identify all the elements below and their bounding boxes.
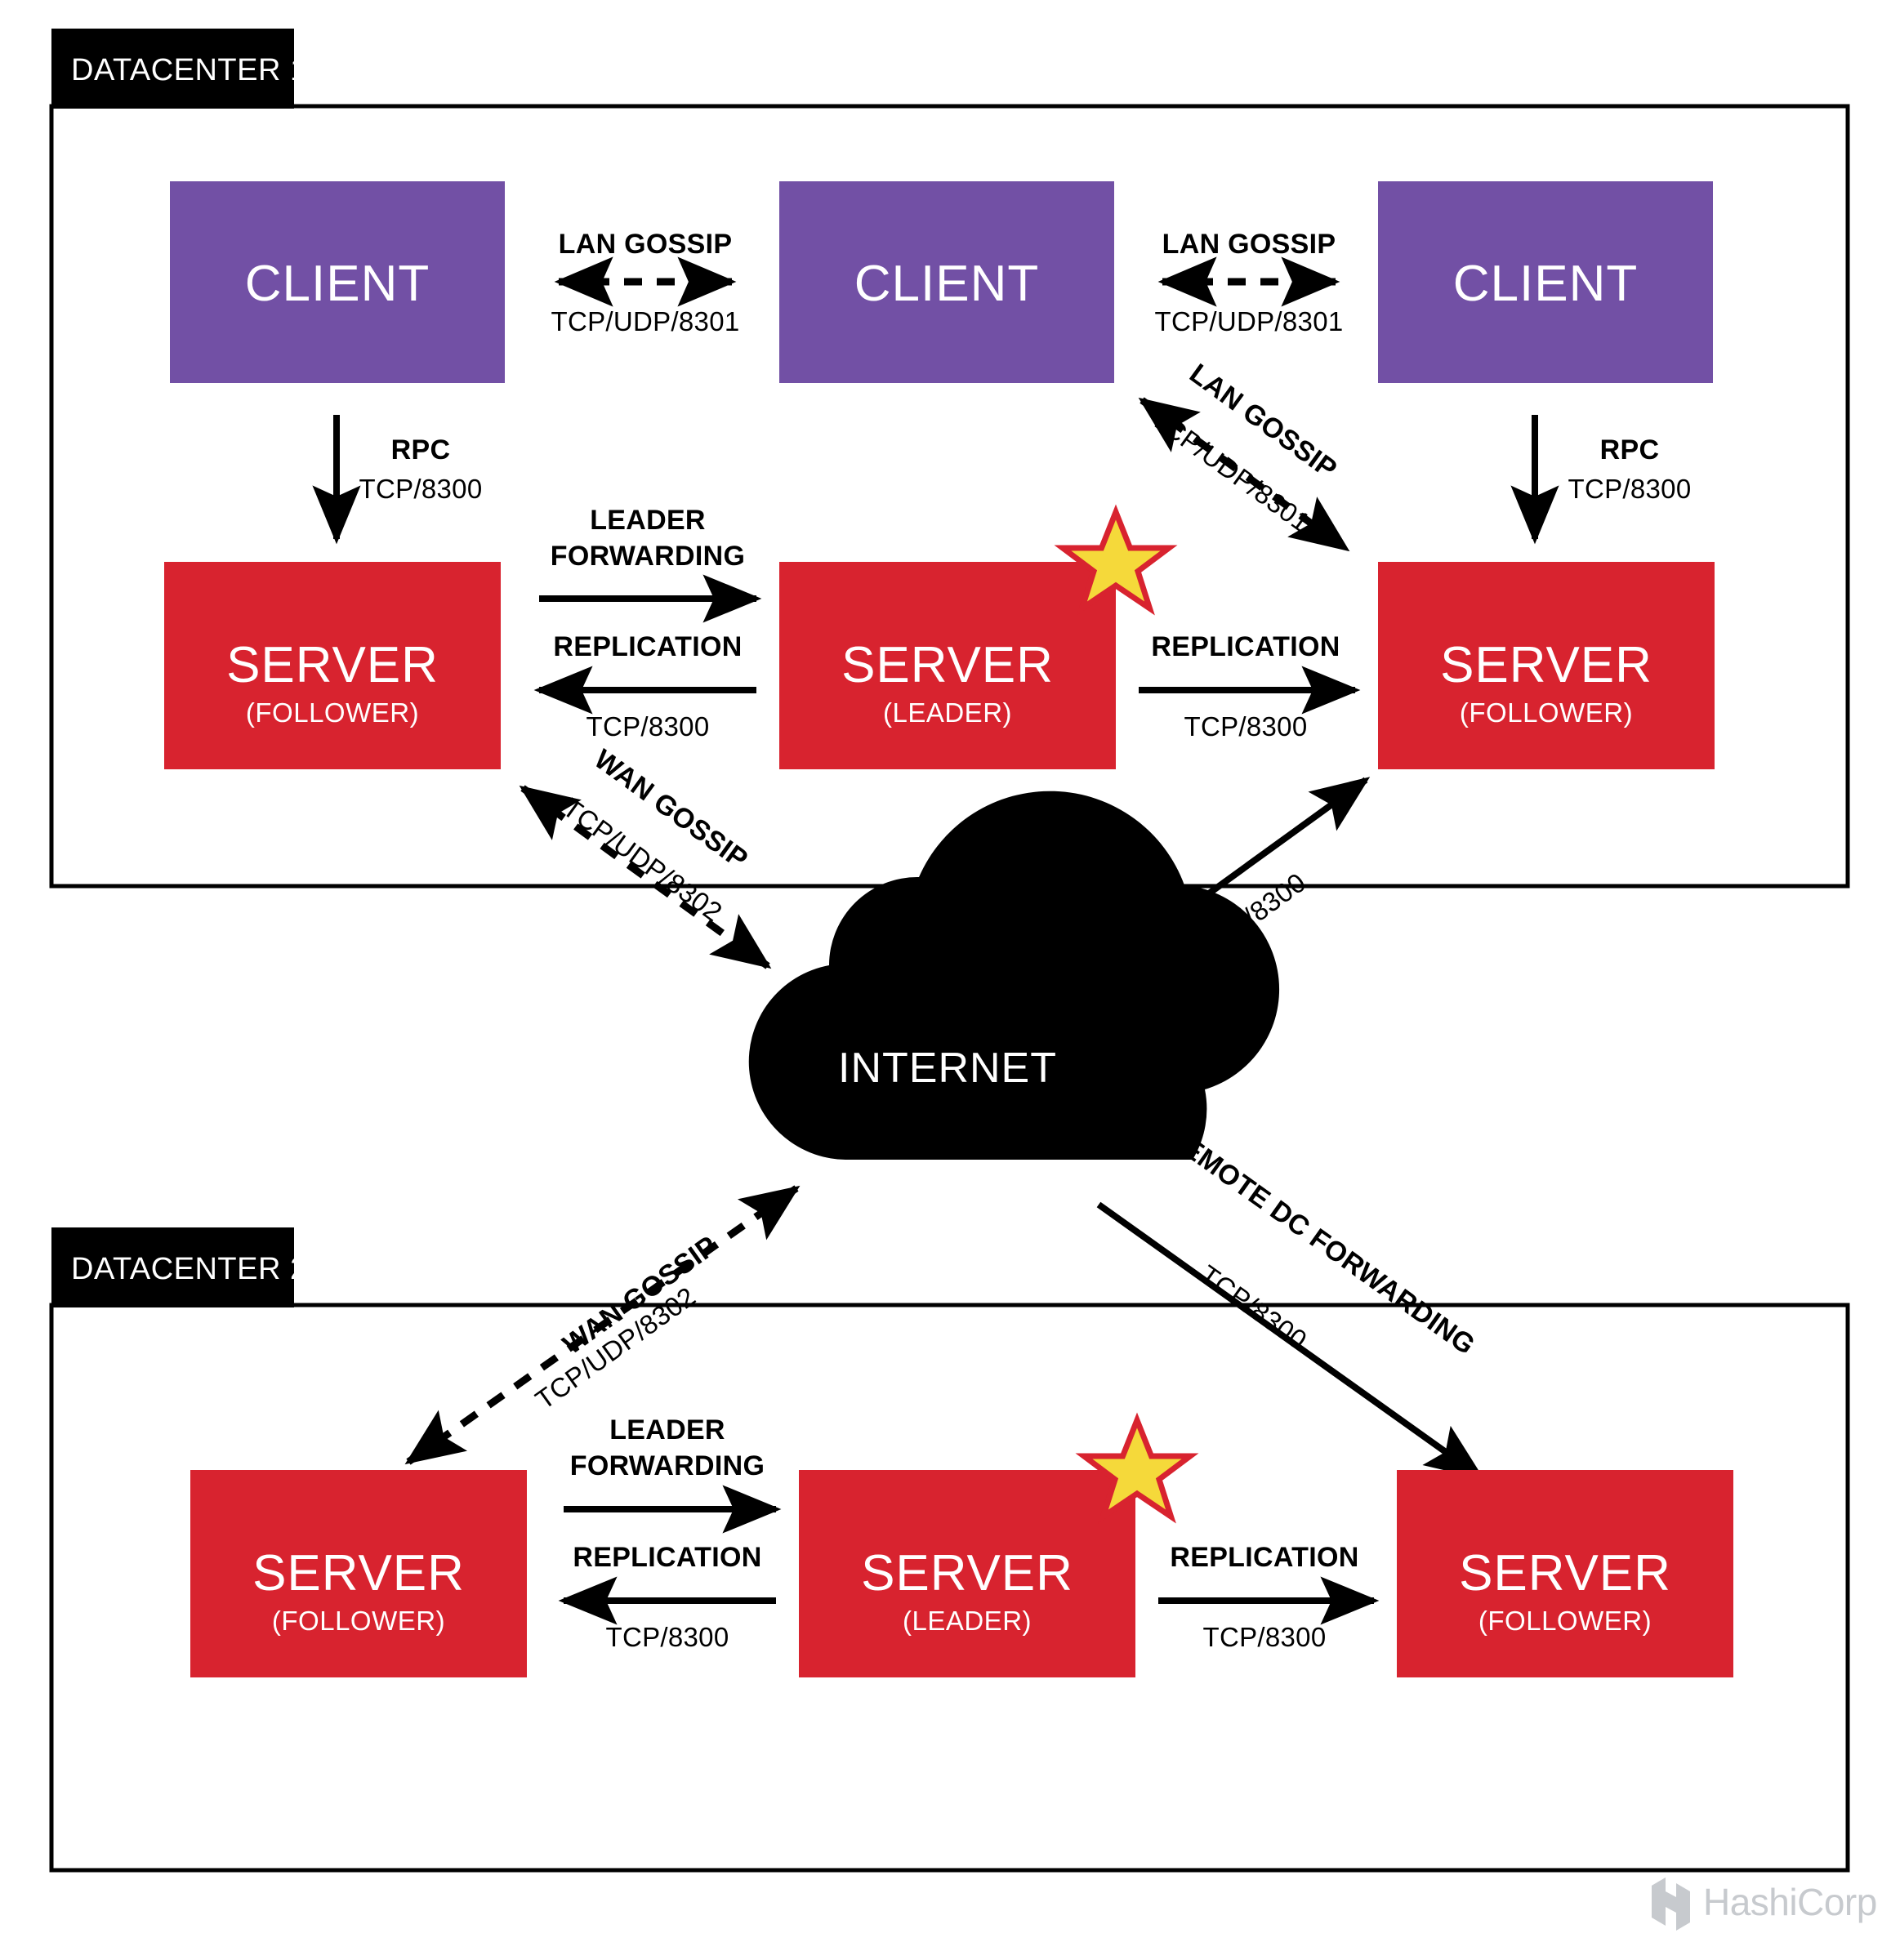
dc1-client-3[interactable]: CLIENT [1378,181,1713,383]
hashicorp-logo: HashiCorp [1652,1878,1877,1931]
dc2-server-1-title: SERVER [252,1545,465,1601]
edge-lan-gossip-c2c3-port: TCP/UDP/8301 [1154,306,1343,336]
edge-lan-gossip-c2c3-label: LAN GOSSIP [1162,229,1336,260]
dc1-client-2[interactable]: CLIENT [779,181,1114,383]
dc1-server-3-box[interactable] [1378,562,1715,769]
edge-rpc-right-port: TCP/8300 [1568,474,1692,504]
dc2-server-2[interactable]: SERVER (LEADER) [799,1470,1135,1677]
edge-dc1-leader-forwarding-label2: FORWARDING [551,541,745,572]
edge-lan-gossip-c1c2-label: LAN GOSSIP [559,229,733,260]
dc1-server-2[interactable]: SERVER (LEADER) [779,562,1116,769]
datacenter-2-frame [49,1303,1850,1873]
dc1-client-3-box[interactable] [1378,181,1713,383]
datacenter-2-group: DATACENTER 2 [49,1227,1850,1873]
edge-dc1-replication-left: REPLICATION TCP/8300 [533,631,756,742]
edge-dc1-leader-forwarding: LEADER FORWARDING [539,505,762,623]
edge-dc2-replication-left: REPLICATION TCP/8300 [558,1542,776,1652]
edge-wan-gossip-dc1-arrow [519,785,772,969]
dc2-server-3-title: SERVER [1459,1545,1671,1601]
edge-dc1-leader-forwarding-label1: LEADER [590,505,706,536]
edge-lan-gossip-diag-arrow [1138,397,1350,552]
edge-dc1-replication-right-label: REPLICATION [1151,631,1340,662]
dc1-server-2-title: SERVER [841,637,1054,693]
dc1-client-3-title: CLIENT [1453,256,1638,312]
edge-dc1-replication-right-port: TCP/8300 [1184,711,1308,742]
edge-dc2-replication-right-port: TCP/8300 [1203,1622,1327,1652]
edge-rpc-left-label: RPC [391,434,451,466]
dc2-server-1[interactable]: SERVER (FOLLOWER) [190,1470,527,1677]
edge-dc2-replication-left-label: REPLICATION [573,1542,761,1573]
edge-dc1-replication-left-label: REPLICATION [553,631,742,662]
edge-remote-dc-forwarding-arrow [1096,1201,1485,1480]
dc2-server-3[interactable]: SERVER (FOLLOWER) [1397,1470,1733,1677]
dc1-server-1-title: SERVER [226,637,439,693]
dc1-server-2-role: (LEADER) [883,697,1012,728]
edge-rpc-client1-server1: RPC TCP/8300 [312,415,483,545]
dc1-client-2-box[interactable] [779,181,1114,383]
edge-lan-gossip-client2-client3: LAN GOSSIP TCP/UDP/8301 [1154,229,1343,336]
dc1-client-1-box[interactable] [170,181,505,383]
edge-rpc-right-label: RPC [1600,434,1660,466]
dc2-server-2-title: SERVER [861,1545,1073,1601]
dc1-client-1[interactable]: CLIENT [170,181,505,383]
dc1-client-1-title: CLIENT [245,256,430,312]
internet-cloud: INTERNET [748,791,1280,1160]
edge-dc2-leader-forwarding: LEADER FORWARDING [564,1414,782,1534]
datacenter-1-label: DATACENTER 1 [71,53,308,87]
dc2-server-3-role: (FOLLOWER) [1478,1606,1652,1636]
edge-remote-dc-forwarding-port: TCP/8300 [1194,1259,1312,1356]
dc1-server-1[interactable]: SERVER (FOLLOWER) [164,562,501,769]
edge-wan-gossip-dc2: WAN GOSSIP TCP/UDP/8302 [404,1185,801,1465]
dc2-server-1-box[interactable] [190,1470,527,1677]
edge-dc1-replication-right: REPLICATION TCP/8300 [1139,631,1361,742]
edge-lan-gossip-c1c2-port: TCP/UDP/8301 [551,306,739,336]
dc1-server-1-role: (FOLLOWER) [246,697,419,728]
hashicorp-mark-icon [1652,1878,1690,1931]
edge-remote-dc-forwarding-label: REMOTE DC FORWARDING [1160,1120,1480,1361]
edge-dc2-leader-forwarding-label1: LEADER [609,1414,725,1446]
edge-rpc-client3-server3: RPC TCP/8300 [1510,415,1692,545]
edge-wan-gossip-dc2-arrow [404,1185,801,1465]
datacenter-2-tab [51,1227,294,1307]
dc1-server-3[interactable]: SERVER (FOLLOWER) [1378,562,1715,769]
dc1-client-2-title: CLIENT [854,256,1039,312]
edge-dc2-replication-right-label: REPLICATION [1170,1542,1358,1573]
dc2-server-2-box[interactable] [799,1470,1135,1677]
dc1-server-1-box[interactable] [164,562,501,769]
datacenter-1-tab [51,29,294,109]
datacenter-2-label: DATACENTER 2 [71,1252,308,1286]
hashicorp-wordmark: HashiCorp [1703,1881,1877,1923]
edge-dc1-replication-left-port: TCP/8300 [586,711,710,742]
dc1-server-3-title: SERVER [1440,637,1652,693]
dc2-server-2-role: (LEADER) [903,1606,1032,1636]
dc2-server-1-role: (FOLLOWER) [272,1606,445,1636]
cloud-label: INTERNET [838,1045,1057,1092]
edge-dc2-leader-forwarding-label2: FORWARDING [570,1450,765,1481]
edge-wan-gossip-dc1: WAN GOSSIP TCP/UDP/8302 [519,743,772,969]
dc1-server-2-box[interactable] [779,562,1116,769]
edge-dc2-replication-left-port: TCP/8300 [606,1622,729,1652]
leader-star-dc2-icon [1075,1412,1199,1524]
cloud-puff-right [1033,988,1189,1143]
edge-lan-gossip-client1-client2: LAN GOSSIP TCP/UDP/8301 [551,229,739,336]
dc2-server-3-box[interactable] [1397,1470,1733,1677]
edge-remote-dc-forwarding: REMOTE DC FORWARDING TCP/8300 [1096,1120,1485,1480]
dc1-server-3-role: (FOLLOWER) [1460,697,1633,728]
edge-rpc-left-port: TCP/8300 [359,474,483,504]
edge-dc2-replication-right: REPLICATION TCP/8300 [1158,1542,1380,1652]
edge-lan-gossip-diagonal: LAN GOSSIP TCP/UDP/8301 [1138,358,1350,552]
